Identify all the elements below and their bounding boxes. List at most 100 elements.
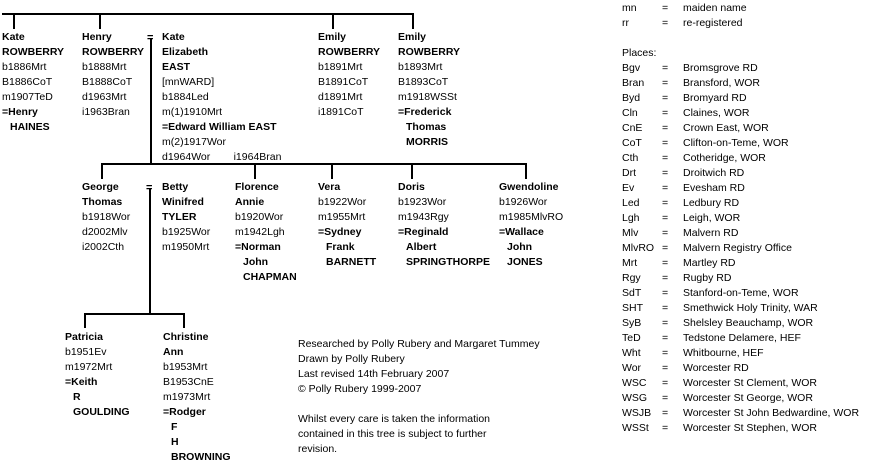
person-detail: =Henry	[2, 106, 38, 118]
legend-place: Drt=Droitwich RD	[622, 166, 744, 181]
legend-equals: =	[662, 152, 669, 164]
person-detail: b1922Wor	[318, 196, 367, 208]
legend-abbr: Bran	[622, 77, 645, 89]
person-detail: F	[171, 421, 178, 433]
gen2-drop-line	[411, 163, 413, 179]
legend-place: WSSt=Worcester St Stephen, WOR	[622, 421, 817, 436]
person-detail: ROWBERRY	[318, 46, 381, 58]
person-name: Emily	[318, 31, 347, 43]
person-detail: b1926Wor	[499, 196, 548, 208]
legend-equals: =	[662, 212, 669, 224]
legend-abbr: Drt	[622, 167, 636, 179]
legend-equals: =	[662, 332, 669, 344]
legend-place: CoT=Clifton-on-Teme, WOR	[622, 136, 789, 151]
legend-meaning: Droitwich RD	[683, 167, 745, 179]
legend-equals: =	[662, 92, 669, 104]
person-name: Emily	[398, 31, 427, 43]
person-detail: H	[171, 436, 179, 448]
legend-meaning: re-registered	[683, 17, 743, 29]
legend-abbr: WSSt	[622, 422, 649, 434]
legend-equals: =	[662, 182, 669, 194]
legend-equals: =	[662, 272, 669, 284]
legend-equals: =	[662, 377, 669, 389]
person-detail: m1972Mrt	[65, 361, 113, 373]
legend-place: SdT=Stanford-on-Teme, WOR	[622, 286, 799, 301]
legend-place: Wht=Whitbourne, HEF	[622, 346, 764, 361]
person-detail: d1891Mrt	[318, 91, 363, 103]
person-detail: b1920Wor	[235, 211, 284, 223]
legend-meaning: Martley RD	[683, 257, 736, 269]
person-detail: Albert	[406, 241, 437, 253]
person-detail: b1953Mrt	[163, 361, 208, 373]
person-name: Henry	[82, 31, 112, 43]
person-detail: =Rodger	[163, 406, 206, 418]
person-name: Kate	[162, 31, 185, 43]
legend-meaning: Crown East, WOR	[683, 122, 769, 134]
legend-abbr: WSC	[622, 377, 647, 389]
legend-abbr: Cth	[622, 152, 639, 164]
person-detail: =Frederick	[398, 106, 452, 118]
person-detail: m1942Lgh	[235, 226, 285, 238]
person-detail: Elizabeth	[162, 46, 209, 58]
person-detail: Frank	[326, 241, 355, 253]
person-detail: b1893Mrt	[398, 61, 443, 73]
person-detail: B1888CoT	[82, 76, 133, 88]
legend-abbr: Mlv	[622, 227, 639, 239]
legend-abbr: WSJB	[622, 407, 652, 419]
legend-meaning: Bromyard RD	[683, 92, 747, 104]
credit-drawn: Drawn by Polly Rubery	[298, 353, 405, 365]
legend-abbr: mn	[622, 2, 637, 14]
credits: Researched by Polly Rubery and Margaret …	[298, 337, 540, 457]
person-detail: m1985MlvRO	[499, 211, 564, 223]
legend-meaning: Claines, WOR	[683, 107, 750, 119]
legend-meaning: Worcester St Clement, WOR	[683, 377, 817, 389]
person-detail: =Sydney	[318, 226, 362, 238]
person-detail: b1923Wor	[398, 196, 447, 208]
legend-equals: =	[662, 17, 669, 29]
legend-place: Ev=Evesham RD	[622, 181, 745, 196]
legend-meaning: Whitbourne, HEF	[683, 347, 764, 359]
person-detail: B1893CoT	[398, 76, 449, 88]
person-detail: Ann	[163, 346, 184, 358]
legend-equals: =	[662, 407, 669, 419]
person-detail: i1963Bran	[82, 106, 130, 118]
legend-abbr: TeD	[622, 332, 641, 344]
person-detail: m(2)1917Wor	[162, 136, 226, 148]
person-detail: B1953CnE	[163, 376, 214, 388]
legend-meaning: Cotheridge, WOR	[683, 152, 766, 164]
person-detail: John	[507, 241, 533, 253]
legend-meaning: Rugby RD	[683, 272, 732, 284]
legend-abbr: SHT	[622, 302, 643, 314]
person-detail: b1951Ev	[65, 346, 107, 358]
legend-place: WSJB=Worcester St John Bedwardine, WOR	[622, 406, 859, 421]
credit-researched: Researched by Polly Rubery and Margaret …	[298, 338, 540, 350]
person-name: Doris	[398, 181, 425, 193]
legend-equals: =	[662, 302, 669, 314]
person-detail: TYLER	[162, 211, 197, 223]
legend-equals: =	[662, 2, 669, 14]
legend-abbr: Lgh	[622, 212, 640, 224]
gen1-drop-line	[412, 13, 414, 29]
legend-abbr: Byd	[622, 92, 641, 104]
legend-meaning: Tedstone Delamere, HEF	[683, 332, 801, 344]
legend-equals: =	[662, 317, 669, 329]
legend-meaning: Shelsley Beauchamp, WOR	[683, 317, 814, 329]
person-detail: B1886CoT	[2, 76, 53, 88]
legend-meaning: Worcester RD	[683, 362, 749, 374]
person-detail: HAINES	[10, 121, 50, 133]
legend-place: Bgv=Bromsgrove RD	[622, 61, 758, 76]
marriage-symbol: =	[147, 32, 154, 44]
legend-abbreviation: mn=maiden name	[622, 1, 747, 16]
legend-abbr: Led	[622, 197, 640, 209]
legend-abbr: Ev	[622, 182, 635, 194]
legend-abbr: SyB	[622, 317, 642, 329]
legend-equals: =	[662, 122, 669, 134]
legend-meaning: Clifton-on-Teme, WOR	[683, 137, 789, 149]
